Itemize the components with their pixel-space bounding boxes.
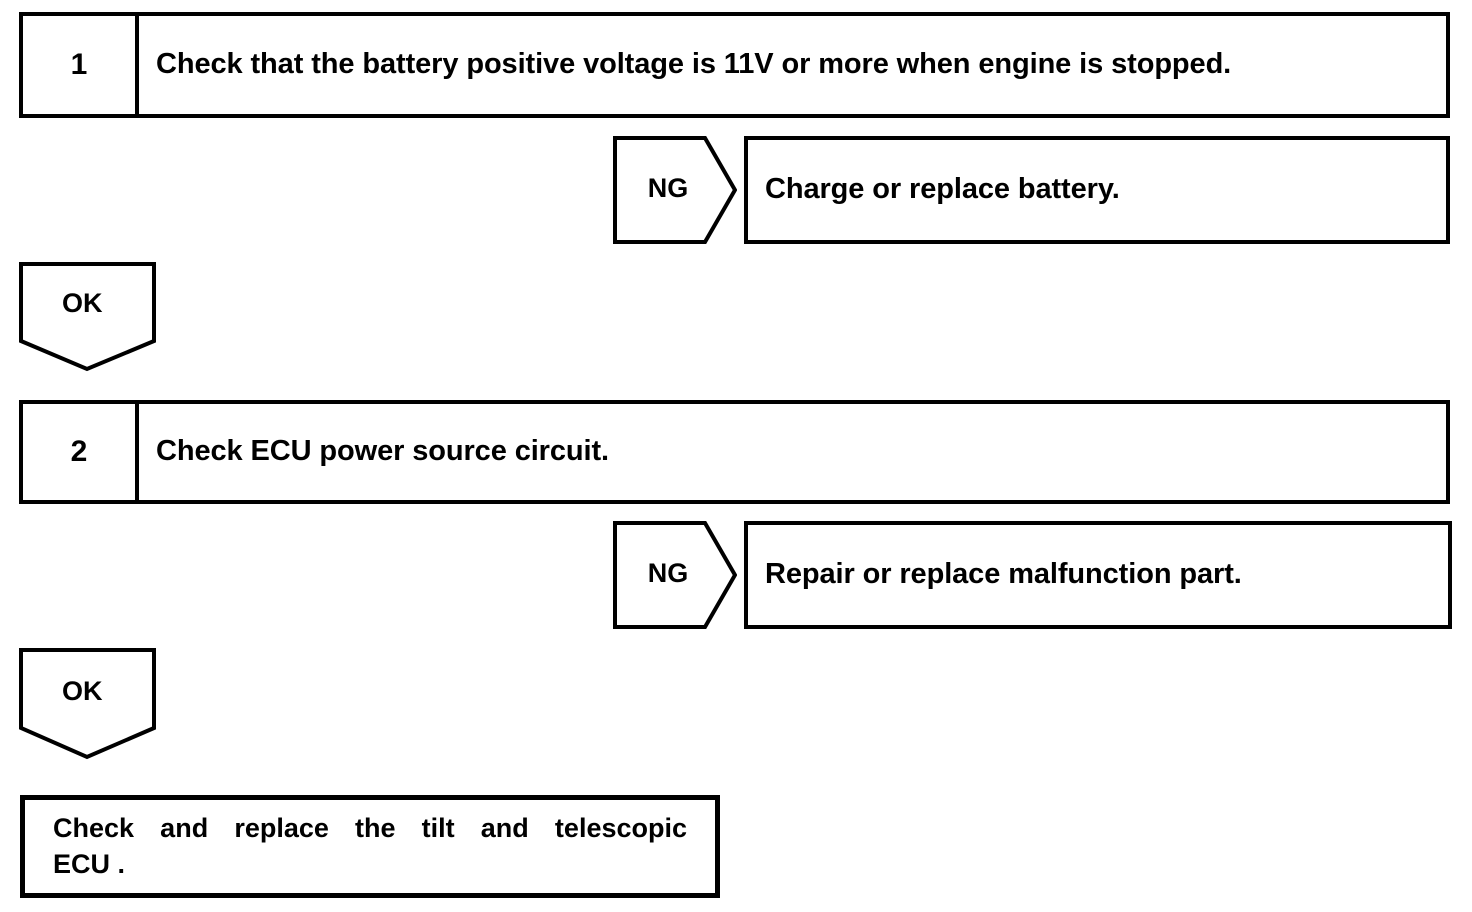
step-1-text: Check that the battery positive voltage … (156, 48, 1232, 81)
step-1-box[interactable]: 1 Check that the battery positive voltag… (19, 12, 1450, 118)
ok-chevron-shape (19, 648, 156, 760)
terminal-action-line-2: ECU . (53, 848, 126, 879)
step-2-ok-chevron (19, 648, 156, 760)
step-2-number: 2 (23, 404, 139, 500)
step-2-text: Check ECU power source circuit. (156, 435, 609, 468)
step-2-ng-result-text: Repair or replace malfunction part. (765, 558, 1242, 591)
step-1-ng-result-box[interactable]: Charge or replace battery. (744, 136, 1450, 244)
step-1-ng-chevron (613, 136, 737, 244)
step-2-ng-result-box[interactable]: Repair or replace malfunction part. (744, 521, 1452, 629)
step-1-ng-result-text: Charge or replace battery. (765, 173, 1120, 206)
ng-chevron-shape (613, 521, 737, 629)
ok-chevron-shape (19, 262, 156, 372)
step-1-number: 1 (23, 16, 139, 114)
step-2-box[interactable]: 2 Check ECU power source circuit. (19, 400, 1450, 504)
ng-chevron-shape (613, 136, 737, 244)
terminal-action-line-1: Check and replace the tilt and telescopi… (53, 813, 687, 844)
step-2-ng-chevron (613, 521, 737, 629)
step-1-ok-chevron (19, 262, 156, 372)
terminal-action-text: Check and replace the tilt and telescopi… (25, 811, 715, 881)
terminal-action-box[interactable]: Check and replace the tilt and telescopi… (20, 795, 720, 898)
